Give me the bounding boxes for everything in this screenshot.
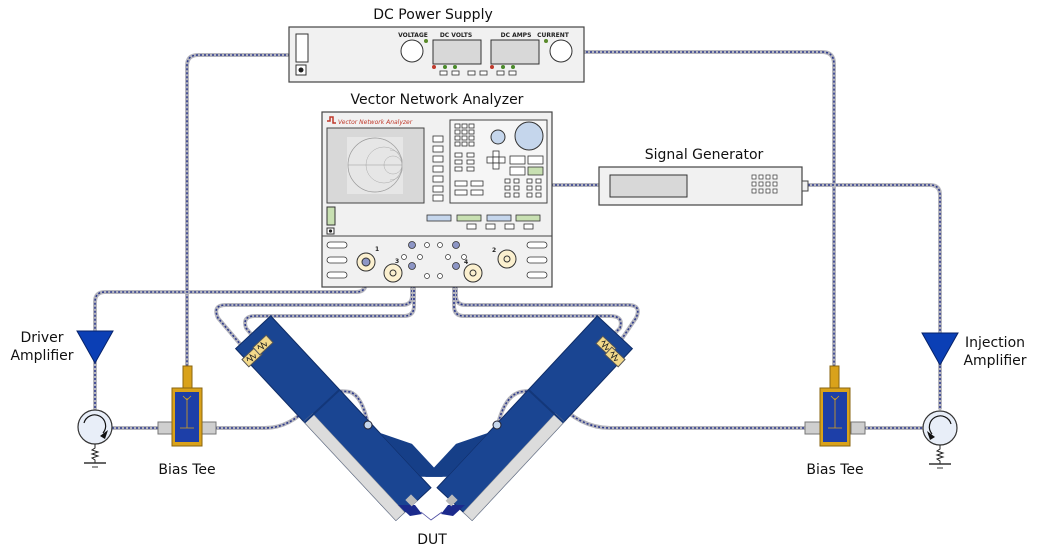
resistor-ground-left-icon bbox=[84, 444, 106, 468]
bias-tee-left-label: Bias Tee bbox=[158, 462, 215, 478]
cable-signal-generator-to-injection-amp bbox=[806, 183, 942, 334]
port-2-label: 2 bbox=[492, 247, 496, 254]
cable-dc-to-left-bias-tee bbox=[185, 53, 292, 374]
vna-port-3[interactable] bbox=[383, 263, 403, 283]
circulator-right-icon bbox=[922, 410, 958, 446]
rf-output-port bbox=[801, 180, 809, 192]
injection-amplifier-label-line1: Injection bbox=[965, 335, 1025, 351]
small-knob[interactable] bbox=[490, 129, 506, 145]
bias-tee-right bbox=[804, 365, 866, 447]
vna-port-4[interactable] bbox=[463, 263, 483, 283]
port-4-label: 4 bbox=[464, 259, 468, 266]
number-keys bbox=[504, 178, 542, 198]
dc-amps-display bbox=[490, 39, 540, 65]
driver-amplifier-icon bbox=[76, 330, 114, 365]
cables bbox=[93, 50, 942, 430]
arrow-keys[interactable] bbox=[486, 150, 506, 170]
cable-vna-to-right-probe-b bbox=[452, 264, 623, 347]
cable-dc-to-right-bias-tee bbox=[580, 50, 836, 374]
vna-logo-icon bbox=[327, 116, 336, 124]
signal-generator bbox=[598, 166, 809, 206]
dc-power-supply: VOLTAGE DC VOLTS DC AMPS CURRENT bbox=[288, 26, 585, 83]
bias-tee-right-label: Bias Tee bbox=[806, 462, 863, 478]
injection-amplifier-icon bbox=[921, 332, 959, 367]
probe-right bbox=[424, 304, 633, 521]
signal-generator-display bbox=[609, 174, 688, 198]
probe-right-attenuator-icons bbox=[595, 335, 626, 368]
cable-vna-to-left-probe-a bbox=[214, 244, 414, 354]
main-knob[interactable] bbox=[514, 121, 544, 151]
bias-tee-left bbox=[157, 365, 217, 447]
keypad bbox=[454, 123, 484, 196]
dut-icon bbox=[420, 511, 443, 521]
injection-amplifier-label-line2: Amplifier bbox=[963, 353, 1026, 369]
softkeys bbox=[432, 135, 444, 202]
dc-amps-label: DC AMPS bbox=[501, 32, 532, 39]
probe-tips bbox=[398, 494, 465, 516]
circulator-left-icon bbox=[77, 409, 113, 445]
dc-power-supply-label: DC Power Supply bbox=[373, 7, 493, 23]
driver-amplifier-label-line2: Amplifier bbox=[10, 348, 73, 364]
cable-vna-to-right-probe-a bbox=[454, 244, 640, 348]
cable-vna-to-left-probe-b bbox=[243, 264, 416, 347]
port-1-label: 1 bbox=[375, 246, 379, 253]
vector-network-analyzer: Vector Network Analyzer bbox=[321, 111, 553, 288]
voltage-label: VOLTAGE bbox=[398, 32, 428, 39]
vna-label: Vector Network Analyzer bbox=[351, 92, 524, 108]
vna-port-2[interactable] bbox=[497, 249, 517, 269]
vna-port-panel: 1 3 4 2 bbox=[326, 241, 548, 283]
current-knob[interactable] bbox=[549, 39, 573, 63]
current-label: CURRENT bbox=[537, 32, 570, 39]
dc-volts-label: DC VOLTS bbox=[440, 32, 472, 39]
dut-label: DUT bbox=[417, 532, 447, 548]
smith-chart-icon bbox=[347, 137, 403, 194]
dc-volts-display bbox=[432, 39, 482, 65]
probe-left bbox=[235, 304, 444, 521]
signal-generator-label: Signal Generator bbox=[645, 147, 764, 163]
resistor-ground-right-icon bbox=[929, 445, 951, 469]
vna-logo-text: Vector Network Analyzer bbox=[338, 119, 413, 126]
driver-amplifier-label-line1: Driver bbox=[20, 330, 63, 346]
voltage-knob[interactable] bbox=[400, 39, 424, 63]
port-3-label: 3 bbox=[395, 258, 399, 265]
probe-left-attenuator-icons bbox=[241, 334, 274, 368]
